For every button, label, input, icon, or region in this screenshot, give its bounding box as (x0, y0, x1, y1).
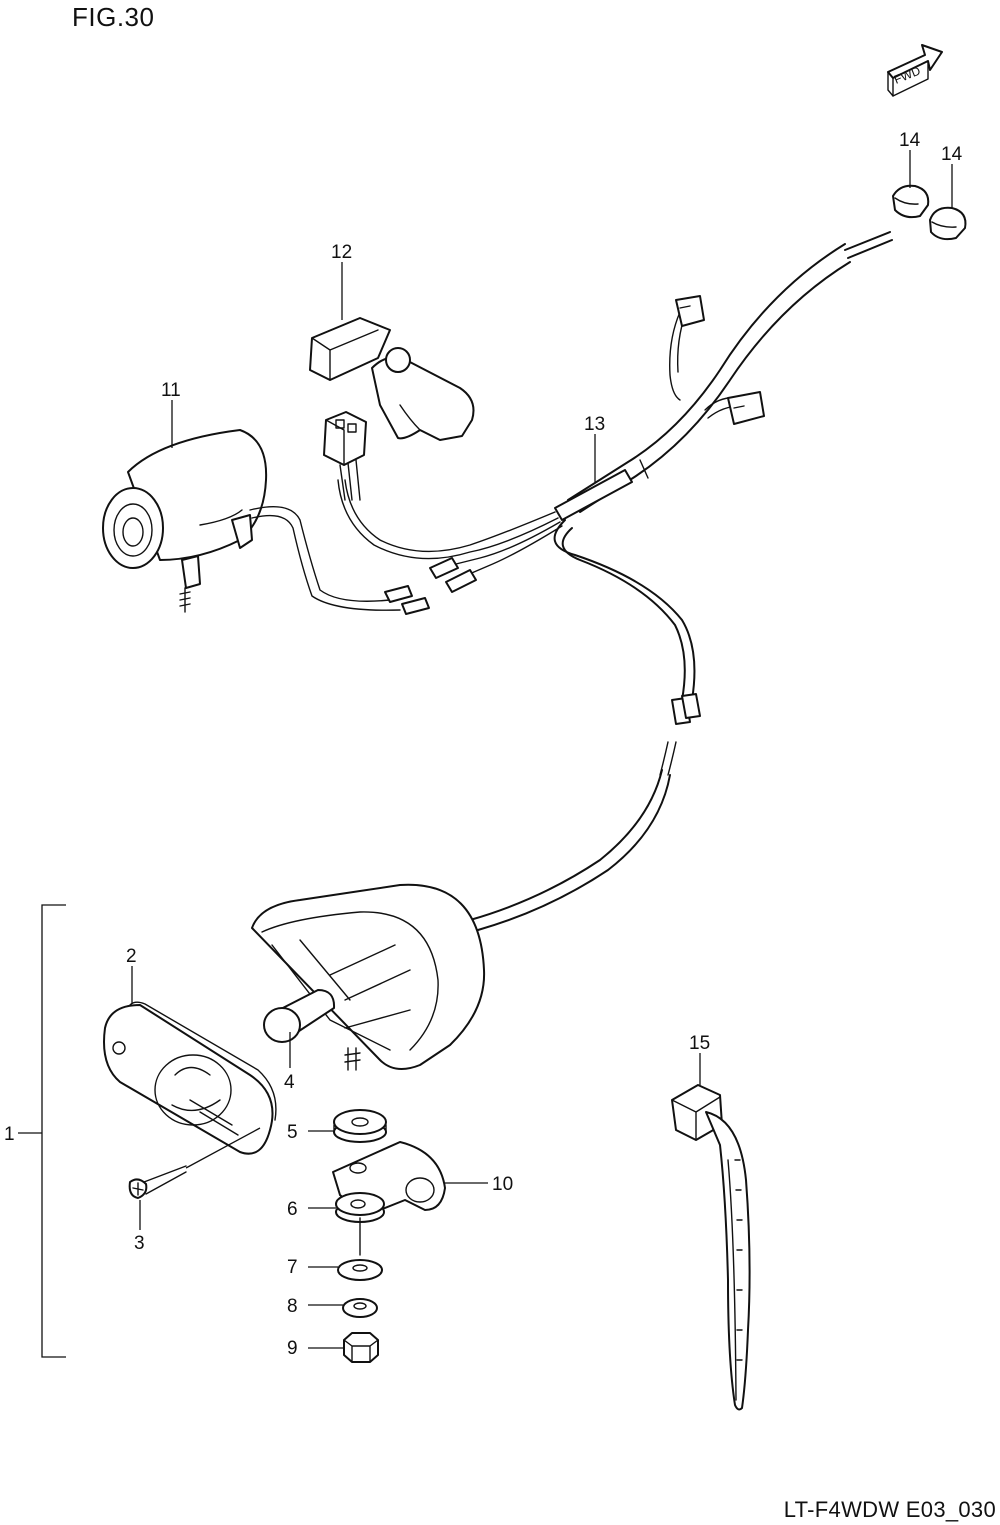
callout-14b: 14 (941, 144, 963, 165)
wiring-harness-part-13 (337, 231, 893, 931)
switch-housing-part-12 (309, 317, 475, 501)
callout-5: 5 (287, 1122, 298, 1143)
grommet-part-5 (333, 1109, 387, 1143)
callout-7: 7 (287, 1257, 298, 1278)
fwd-arrow-icon: FWD (887, 44, 943, 97)
callout-3: 3 (134, 1233, 145, 1254)
washer-part-7 (337, 1259, 383, 1281)
figure-code: LT-F4WDW E03_030 (783, 1497, 996, 1522)
callout-4: 4 (284, 1072, 295, 1093)
cap-part-14a (892, 184, 930, 219)
nut-part-9 (343, 1332, 379, 1363)
callout-6: 6 (287, 1199, 298, 1220)
callout-numbers: 1 2 3 4 5 6 7 8 9 10 11 12 13 14 14 15 (4, 130, 963, 1359)
assembly-bracket-part-1 (18, 904, 66, 1358)
washer-part-8 (342, 1298, 378, 1318)
callout-13: 13 (584, 414, 605, 435)
figure-title: FIG.30 (72, 2, 155, 32)
lens-part-2 (103, 1001, 277, 1155)
tail-lamp-housing (251, 883, 486, 1070)
cap-part-14b (929, 206, 967, 241)
leader-lines (131, 150, 953, 1349)
bulb-part-4 (263, 989, 336, 1043)
callout-11: 11 (161, 380, 181, 401)
callout-9: 9 (287, 1338, 298, 1359)
callout-15: 15 (689, 1033, 710, 1054)
screw-part-3 (128, 1127, 261, 1199)
callout-14a: 14 (899, 130, 921, 151)
callout-12: 12 (331, 242, 352, 263)
callout-8: 8 (287, 1296, 298, 1317)
grommet-part-6 (335, 1192, 385, 1256)
cable-tie-part-15 (671, 1084, 751, 1411)
lamp-part-11 (102, 429, 430, 615)
callout-2: 2 (126, 946, 137, 967)
callout-10: 10 (492, 1174, 513, 1195)
callout-1: 1 (4, 1124, 15, 1145)
bolt-stud (344, 1047, 361, 1071)
